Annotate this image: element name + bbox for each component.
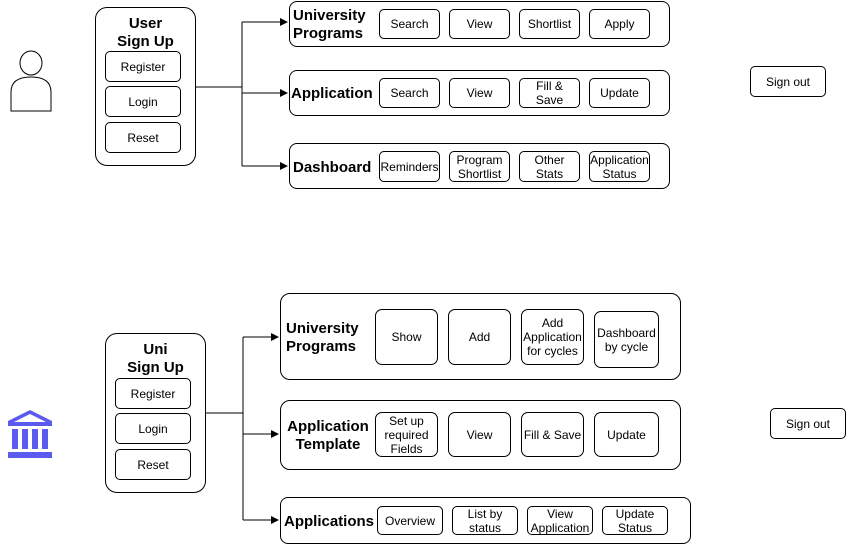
user-reset-button[interactable]: Reset [105, 122, 181, 153]
uni-template-title: Application Template [287, 418, 369, 453]
uni-programs-show-button[interactable]: Show [375, 309, 438, 365]
uni-template-update-button[interactable]: Update [594, 412, 659, 457]
uni-reset-button[interactable]: Reset [115, 449, 191, 480]
user-application-view-button[interactable]: View [449, 78, 510, 108]
uni-template-view-button[interactable]: View [448, 412, 511, 457]
uni-applications-list-status-button[interactable]: List by status [452, 506, 518, 535]
user-login-button[interactable]: Login [105, 86, 181, 117]
uni-sign-out-button[interactable]: Sign out [770, 408, 846, 439]
uni-template-fill-save-button[interactable]: Fill & Save [521, 412, 584, 457]
uni-template-setup-fields-button[interactable]: Set up required Fields [375, 412, 438, 457]
user-programs-shortlist-button[interactable]: Shortlist [519, 9, 580, 39]
user-programs-apply-button[interactable]: Apply [589, 9, 650, 39]
uni-programs-add-application-cycles-button[interactable]: Add Application for cycles [521, 309, 584, 365]
user-signup-title: User Sign Up [117, 15, 174, 50]
bank-icon [8, 410, 52, 458]
user-application-update-button[interactable]: Update [589, 78, 650, 108]
user-programs-search-button[interactable]: Search [379, 9, 440, 39]
user-application-fill-save-button[interactable]: Fill & Save [519, 78, 580, 108]
uni-programs-add-button[interactable]: Add [448, 309, 511, 365]
uni-applications-view-button[interactable]: View Application [527, 506, 593, 535]
user-application-title: Application [291, 85, 373, 102]
user-sign-out-button[interactable]: Sign out [750, 66, 826, 97]
uni-applications-update-status-button[interactable]: Update Status [602, 506, 668, 535]
person-icon [10, 50, 52, 112]
user-dashboard-title: Dashboard [293, 159, 372, 176]
user-application-search-button[interactable]: Search [379, 78, 440, 108]
uni-login-button[interactable]: Login [115, 413, 191, 444]
user-dashboard-reminders-button[interactable]: Reminders [379, 151, 440, 182]
uni-applications-overview-button[interactable]: Overview [377, 506, 443, 535]
user-programs-title: University Programs [293, 7, 366, 42]
uni-signup-title: Uni Sign Up [127, 341, 184, 376]
uni-programs-dashboard-cycle-button[interactable]: Dashboard by cycle [594, 311, 659, 368]
uni-register-button[interactable]: Register [115, 378, 191, 409]
user-register-button[interactable]: Register [105, 51, 181, 82]
user-dashboard-program-shortlist-button[interactable]: Program Shortlist [449, 151, 510, 182]
user-programs-view-button[interactable]: View [449, 9, 510, 39]
user-dashboard-other-stats-button[interactable]: Other Stats [519, 151, 580, 182]
uni-programs-title: University Programs [286, 320, 359, 355]
uni-applications-title: Applications [284, 513, 375, 530]
user-dashboard-application-status-button[interactable]: Application Status [589, 151, 650, 182]
